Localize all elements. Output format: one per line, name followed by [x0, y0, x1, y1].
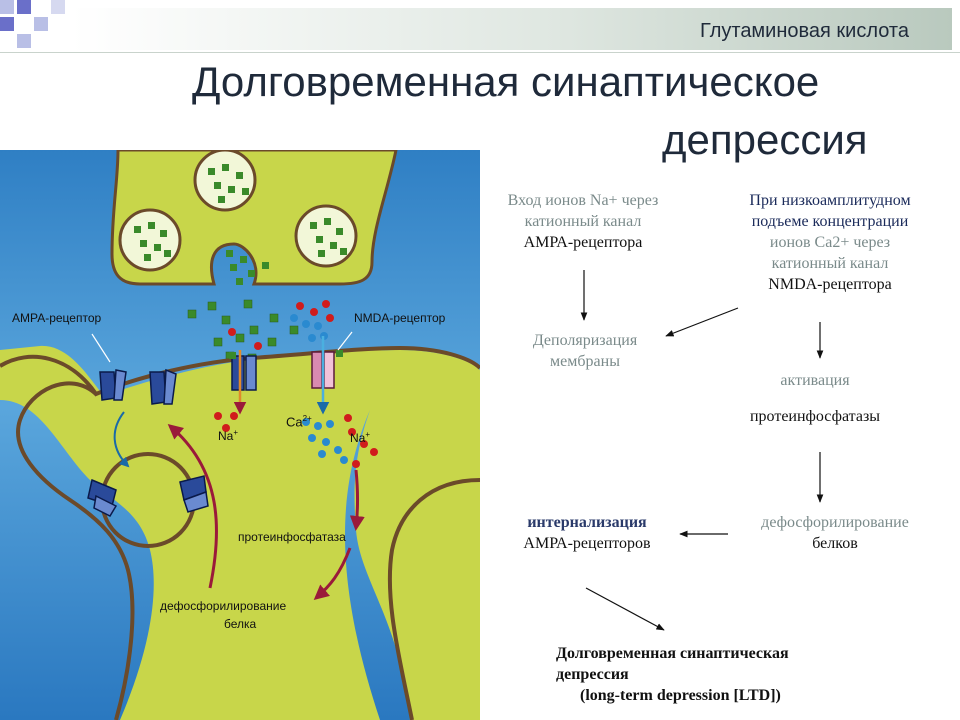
ampa-callout-line [91, 333, 111, 363]
nmda-callout-line [337, 331, 353, 351]
postsynaptic-membrane-left [16, 381, 135, 720]
ltd-text: Долговременная синаптическая депрессия (… [556, 645, 789, 704]
sodium-label-right: Na+ [350, 430, 371, 445]
ampa-entry-text: Вход ионов Na+ через катионный канал АМР… [507, 192, 659, 251]
topic-label: Глутаминовая кислота [700, 20, 909, 42]
internalized-ampa-receptor [87, 475, 209, 517]
header-bar [72, 8, 952, 50]
nmda-receptor-label: NMDA-рецептор [354, 311, 446, 325]
postsynaptic-membrane-right [387, 478, 480, 720]
sodium-label-left: Na+ [218, 428, 239, 443]
glutamate-release [226, 250, 269, 285]
calcium-label: Ca2+ [286, 414, 312, 430]
sodium-ions-intracellular [214, 412, 378, 468]
calcium-ions-cleft [290, 314, 328, 342]
phosphatase-label: протеинфосфатаза [238, 530, 346, 544]
sodium-ions-cleft [228, 300, 334, 350]
dephosphorylation-text: дефосфорилирование белков [761, 514, 909, 552]
protein-label: белка [224, 617, 257, 631]
calcium-ions-intracellular [302, 418, 348, 464]
vesicle [294, 204, 358, 268]
ampa-receptor-label: АМРА-рецептор [12, 311, 102, 325]
internalization-text: интернализация АМРА-рецепторов [523, 514, 651, 552]
internalization-arrow [113, 411, 130, 468]
depolarization-text: Деполяризация мембраны [532, 332, 638, 370]
vesicle [118, 208, 182, 272]
dephos-to-receptor-arrow [167, 424, 218, 589]
page-title-line2: депрессия [662, 116, 868, 163]
synapse-diagram [0, 150, 480, 720]
arrow-internalization-to-ltd [585, 587, 665, 631]
phosphatase-to-dephos-arrow [313, 547, 352, 600]
title-rule [0, 52, 960, 53]
arrow-nmda-to-depol [665, 307, 739, 337]
low-amplitude-text: При низкоамплитудном подъеме концентраци… [749, 192, 911, 293]
vesicle [193, 150, 257, 212]
page-title-line1: Долговременная синаптическое [192, 58, 820, 105]
phosphatases-text: протеинфосфатазы [749, 408, 881, 425]
activation-text: активация [780, 372, 850, 389]
ampa-receptor [99, 368, 177, 405]
postsynaptic-cell [0, 345, 480, 720]
ca-to-phosphatase-arrow [349, 469, 365, 531]
dephosphorylation-label: дефосфорилирование [160, 599, 287, 613]
nmda-receptor [311, 350, 343, 389]
